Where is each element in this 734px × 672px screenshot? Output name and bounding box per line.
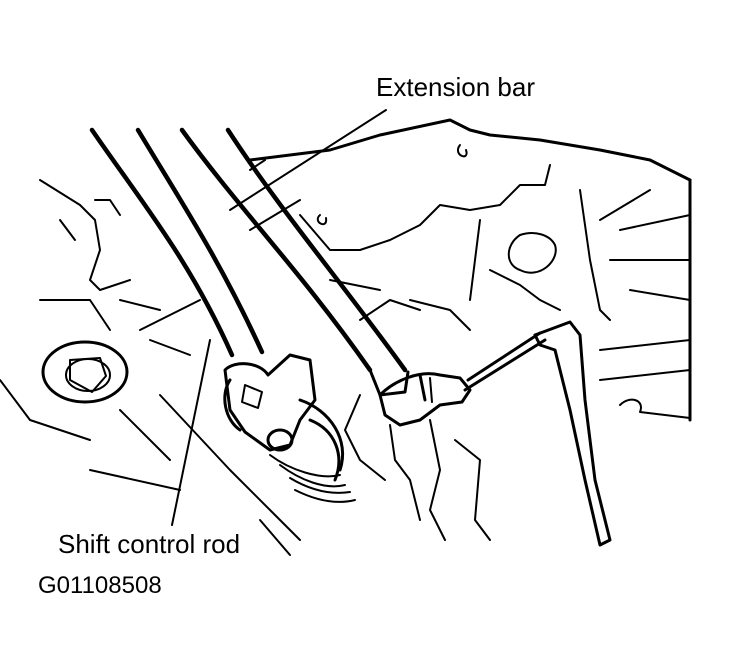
extension-bar-leader: [229, 109, 387, 211]
left-casing: [0, 159, 301, 556]
bolt-head: [41, 340, 129, 404]
figure-code: G01108508: [38, 572, 162, 599]
extension-bar-label: Extension bar: [376, 72, 535, 102]
socket-handle: [344, 320, 612, 547]
shift-control-rod-leader: [171, 339, 211, 526]
transmission-case: [248, 118, 692, 422]
shift-control-rod-label: Shift control rod: [58, 529, 241, 559]
extension-bar: [89, 127, 410, 397]
shift-control-joint: [223, 353, 356, 503]
